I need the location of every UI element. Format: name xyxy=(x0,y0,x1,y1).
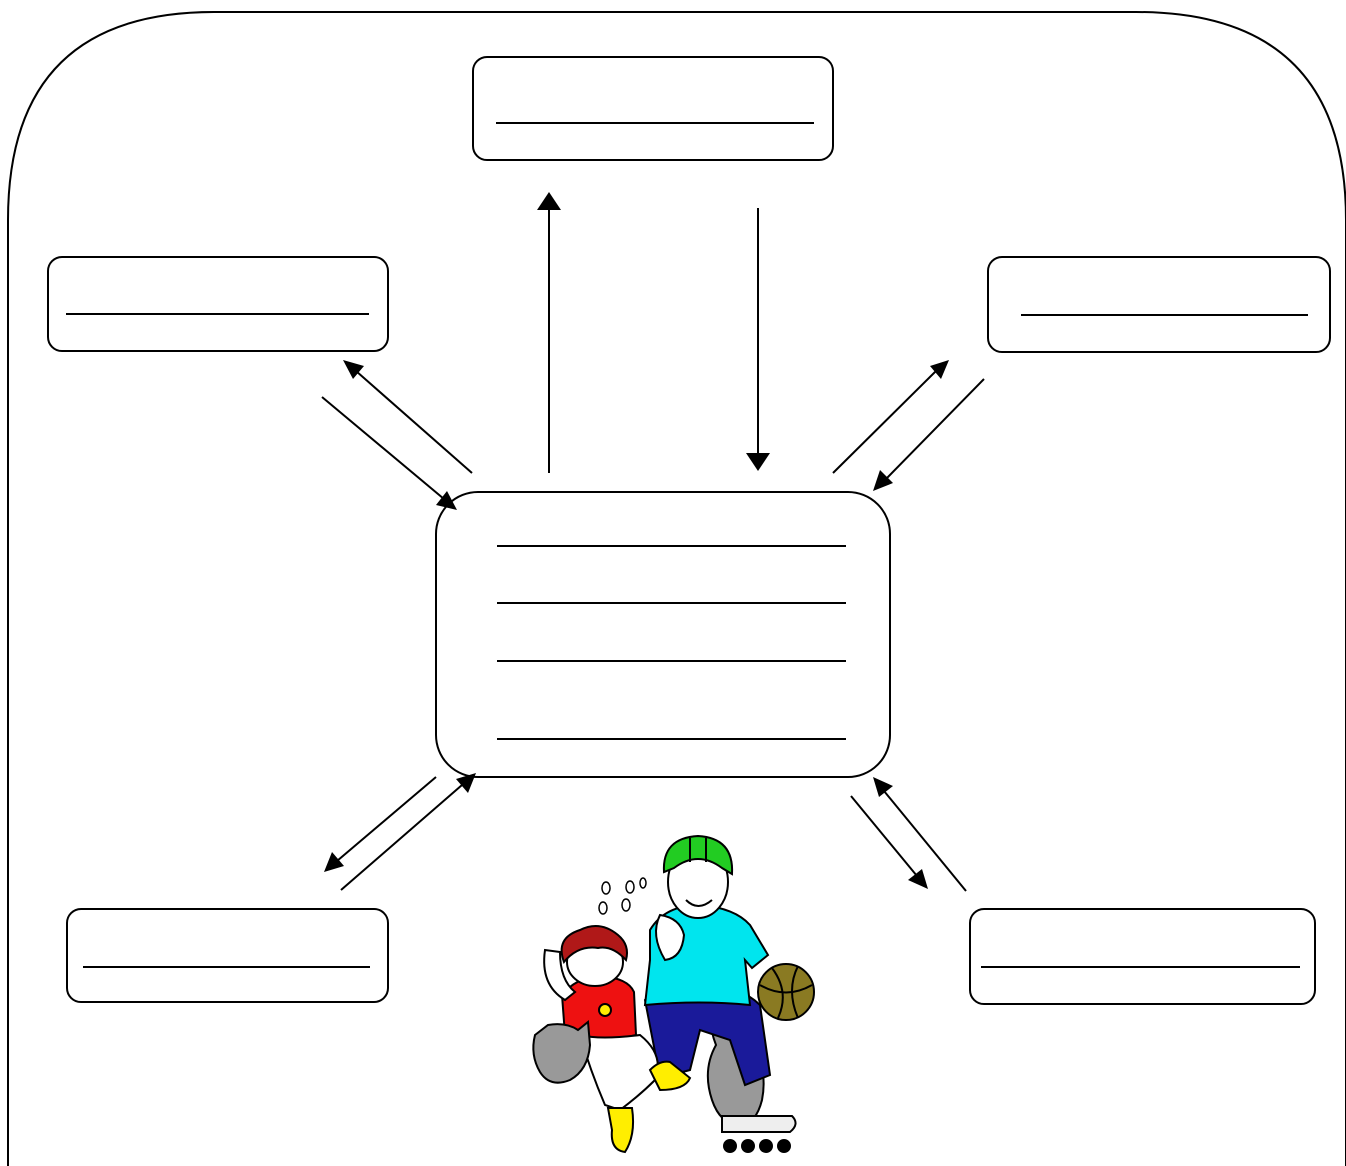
splash-drops-icon xyxy=(598,877,647,915)
arrow-head xyxy=(873,470,893,491)
arrow-head xyxy=(908,869,928,889)
arrow-center-to-lower-right xyxy=(850,795,918,877)
arrow-lower-right-to-center xyxy=(883,790,967,892)
shoe-icon xyxy=(648,1060,692,1092)
arrow-head xyxy=(324,852,344,872)
cat-icon xyxy=(532,1020,592,1084)
arrow-upper-right-to-center xyxy=(885,378,985,480)
arrow-head xyxy=(746,453,770,471)
rollerblade-icon xyxy=(721,1115,797,1133)
arrow-upper-left-to-center xyxy=(321,396,445,500)
upper-right-box xyxy=(987,256,1331,353)
kids-playing-clipart-icon xyxy=(532,834,815,1154)
arrow-center-to-upper-right xyxy=(832,370,937,474)
arrow-head xyxy=(436,491,457,510)
top-box xyxy=(472,56,834,161)
girl-hair xyxy=(560,925,628,964)
arrow-center-to-upper-left xyxy=(355,370,473,474)
arrow-head xyxy=(930,360,949,379)
helmet-icon xyxy=(662,834,734,876)
outer-frame xyxy=(7,11,1346,1166)
arrow-head xyxy=(343,360,364,379)
center-box xyxy=(435,491,891,778)
arrow-center-to-lower-left xyxy=(336,776,437,862)
arrow-head xyxy=(537,192,561,210)
boy-hand xyxy=(655,913,686,962)
arrow-head xyxy=(873,777,893,797)
arrows xyxy=(321,192,985,892)
shoe-icon xyxy=(606,1107,635,1154)
arrow-lower-left-to-center xyxy=(340,784,463,891)
arrow-head xyxy=(456,773,476,793)
lower-left-box xyxy=(66,908,389,1003)
girl-legs xyxy=(578,1033,659,1112)
lower-right-box xyxy=(969,908,1316,1005)
upper-left-box xyxy=(47,256,389,352)
